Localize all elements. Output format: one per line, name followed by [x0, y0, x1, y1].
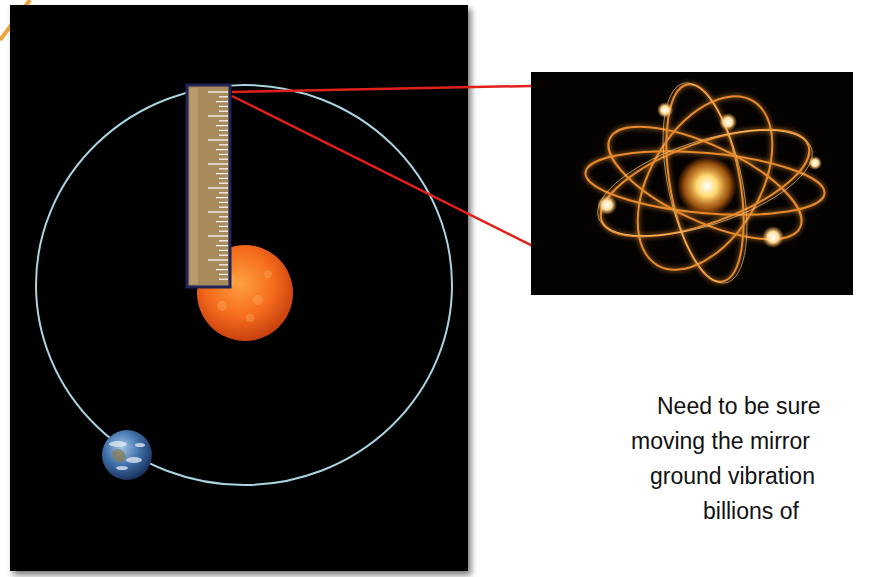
ruler-tick	[219, 130, 228, 131]
ruler-tick	[219, 231, 228, 232]
ruler-tick	[219, 178, 228, 179]
ruler-tick	[219, 226, 228, 227]
ruler-tick	[216, 221, 228, 222]
ruler-tick	[219, 168, 228, 169]
ruler-tick	[219, 183, 228, 184]
ruler-tick	[216, 149, 228, 150]
ruler-tick	[219, 207, 228, 208]
ruler-tick	[216, 101, 228, 102]
ruler-tick	[216, 173, 228, 174]
space-panel	[10, 5, 468, 571]
ruler-tick	[208, 115, 228, 116]
ruler-tick	[219, 120, 228, 121]
ruler-tick	[219, 135, 228, 136]
ruler-tick	[208, 187, 228, 188]
ruler-tick	[219, 154, 228, 155]
note-text: ground vibration	[650, 462, 815, 490]
ruler-tick	[219, 274, 228, 275]
ruler-tick	[216, 125, 228, 126]
ruler-tick	[219, 111, 228, 112]
earth-clouds	[109, 441, 145, 470]
ruler-tick	[219, 202, 228, 203]
ruler-tick	[208, 163, 228, 164]
ruler-tick	[216, 197, 228, 198]
ruler-tick	[219, 264, 228, 265]
ruler-tick	[219, 255, 228, 256]
ruler-tick	[219, 216, 228, 217]
ruler	[187, 85, 230, 287]
ruler-tick	[208, 91, 228, 92]
note-text: moving the mirror	[631, 427, 810, 455]
ruler-tick	[219, 240, 228, 241]
note-text: Need to be sure	[657, 392, 821, 420]
ruler-tick	[208, 235, 228, 236]
ruler-tick	[219, 106, 228, 107]
earth	[102, 430, 152, 480]
orbit	[36, 85, 452, 485]
ruler-tick	[219, 159, 228, 160]
ruler-tick	[219, 144, 228, 145]
sun	[197, 245, 293, 341]
ruler-tick	[219, 279, 228, 280]
atom-picture	[531, 72, 853, 295]
ruler-tick	[216, 245, 228, 246]
earth-land	[112, 449, 126, 462]
ruler-tick	[219, 192, 228, 193]
ruler-tick	[216, 269, 228, 270]
ruler-tick	[219, 250, 228, 251]
ruler-tick	[219, 96, 228, 97]
ruler-tick	[208, 259, 228, 260]
note-text: billions of	[703, 497, 799, 525]
ruler-tick	[208, 211, 228, 212]
ruler-tick	[208, 139, 228, 140]
